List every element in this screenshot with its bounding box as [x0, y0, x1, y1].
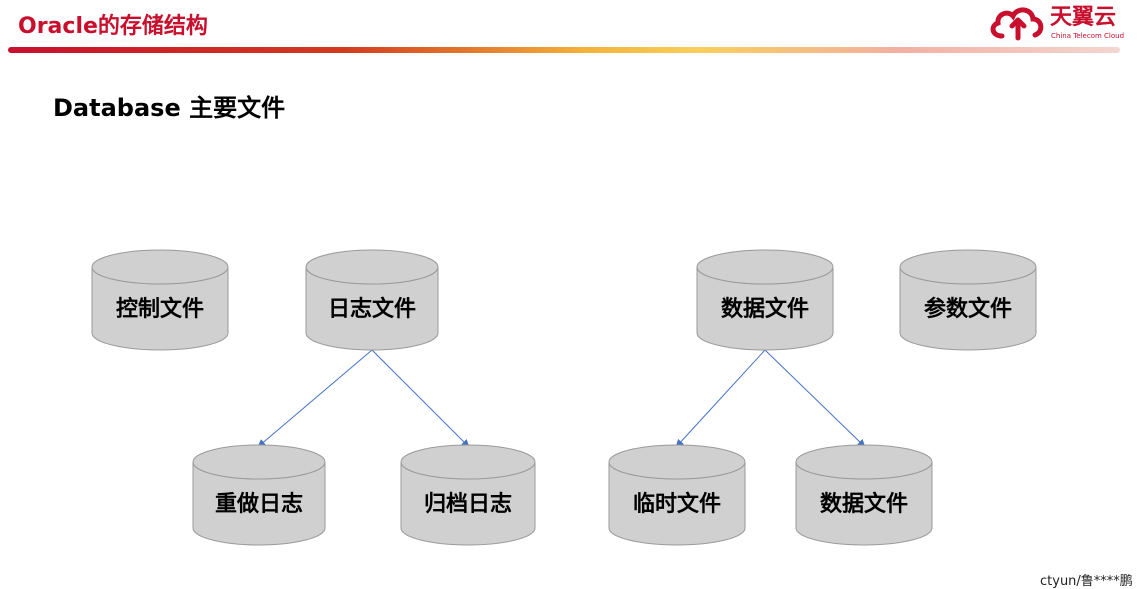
cylinder-top: [192, 444, 326, 480]
cylinder-top: [899, 249, 1037, 285]
logo-text: 天翼云: [1050, 5, 1117, 30]
cylinder-node-archive: 归档日志: [400, 444, 536, 546]
section-heading: Database 主要文件: [53, 94, 286, 122]
cylinder-node-temp: 临时文件: [608, 444, 746, 546]
cylinder-label: 临时文件: [633, 491, 721, 517]
cylinder-label: 归档日志: [424, 492, 512, 517]
cylinder-node-control: 控制文件: [91, 249, 229, 351]
cylinder-node-param: 参数文件: [899, 249, 1037, 351]
cylinder-label: 控制文件: [116, 296, 204, 322]
page-title: Oracle的存储结构: [18, 14, 208, 39]
cloud-logo-icon: [990, 7, 1044, 41]
cylinder-top: [608, 444, 746, 480]
cylinder-label: 数据文件: [820, 491, 908, 517]
arrow-datafile-to-temp: [675, 349, 766, 448]
cylinder-label: 重做日志: [215, 491, 303, 517]
cylinder-top: [400, 444, 536, 480]
cylinder-top: [305, 249, 439, 285]
cylinder-top: [696, 249, 834, 285]
header-divider-bar: [8, 47, 1120, 53]
arrow-log-to-redo: [257, 349, 373, 448]
cylinder-label: 日志文件: [328, 296, 416, 322]
cylinder-top: [91, 249, 229, 285]
arrow-log-to-archive: [371, 349, 470, 448]
cylinder-top: [795, 444, 933, 480]
watermark: ctyun/鲁****鹏: [1040, 574, 1133, 589]
cylinder-label: 参数文件: [924, 296, 1012, 322]
cylinder-node-redo: 重做日志: [192, 444, 326, 546]
cylinder-label: 数据文件: [721, 296, 809, 322]
cylinder-node-datafile2: 数据文件: [795, 444, 933, 546]
cylinder-node-log: 日志文件: [305, 249, 439, 351]
cylinder-node-datafile: 数据文件: [696, 249, 834, 351]
arrow-datafile-to-datafile2: [764, 349, 866, 448]
logo-subtext: China Telecom Cloud: [1051, 32, 1125, 40]
